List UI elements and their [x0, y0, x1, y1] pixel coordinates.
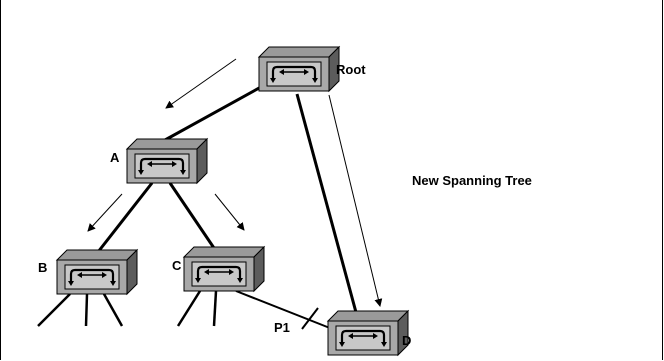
diagram-title: New Spanning Tree — [412, 173, 532, 188]
c-downlink-mid — [212, 290, 218, 327]
switch-root — [257, 45, 341, 93]
port-p1-label: P1 — [274, 320, 290, 335]
switch-b-label: B — [38, 260, 47, 275]
switch-b — [55, 248, 139, 296]
switch-a — [125, 137, 209, 185]
switch-c — [182, 245, 266, 293]
switch-root-label: Root — [336, 62, 366, 77]
b-downlink-left — [37, 293, 71, 327]
link-c-d — [235, 290, 341, 333]
arrow-a-to-b — [87, 193, 123, 232]
arrow-root-to-a — [165, 58, 237, 109]
switch-a-label: A — [110, 150, 120, 165]
arrow-a-to-c — [214, 193, 245, 231]
direction-arrows — [87, 58, 383, 307]
switch-d — [326, 309, 410, 357]
link-a-c — [168, 182, 218, 252]
link-a-b — [96, 182, 154, 253]
blocked-port-mark — [301, 307, 319, 330]
links — [37, 80, 359, 333]
arrow-root-to-d — [328, 94, 383, 307]
switch-d-label: D — [402, 333, 411, 348]
c-downlink-left — [176, 290, 202, 327]
link-root-d — [295, 93, 359, 317]
b-downlink-right — [102, 293, 124, 327]
switch-c-label: C — [172, 258, 182, 273]
b-downlink-mid — [84, 293, 89, 327]
link-root-a — [164, 80, 271, 142]
